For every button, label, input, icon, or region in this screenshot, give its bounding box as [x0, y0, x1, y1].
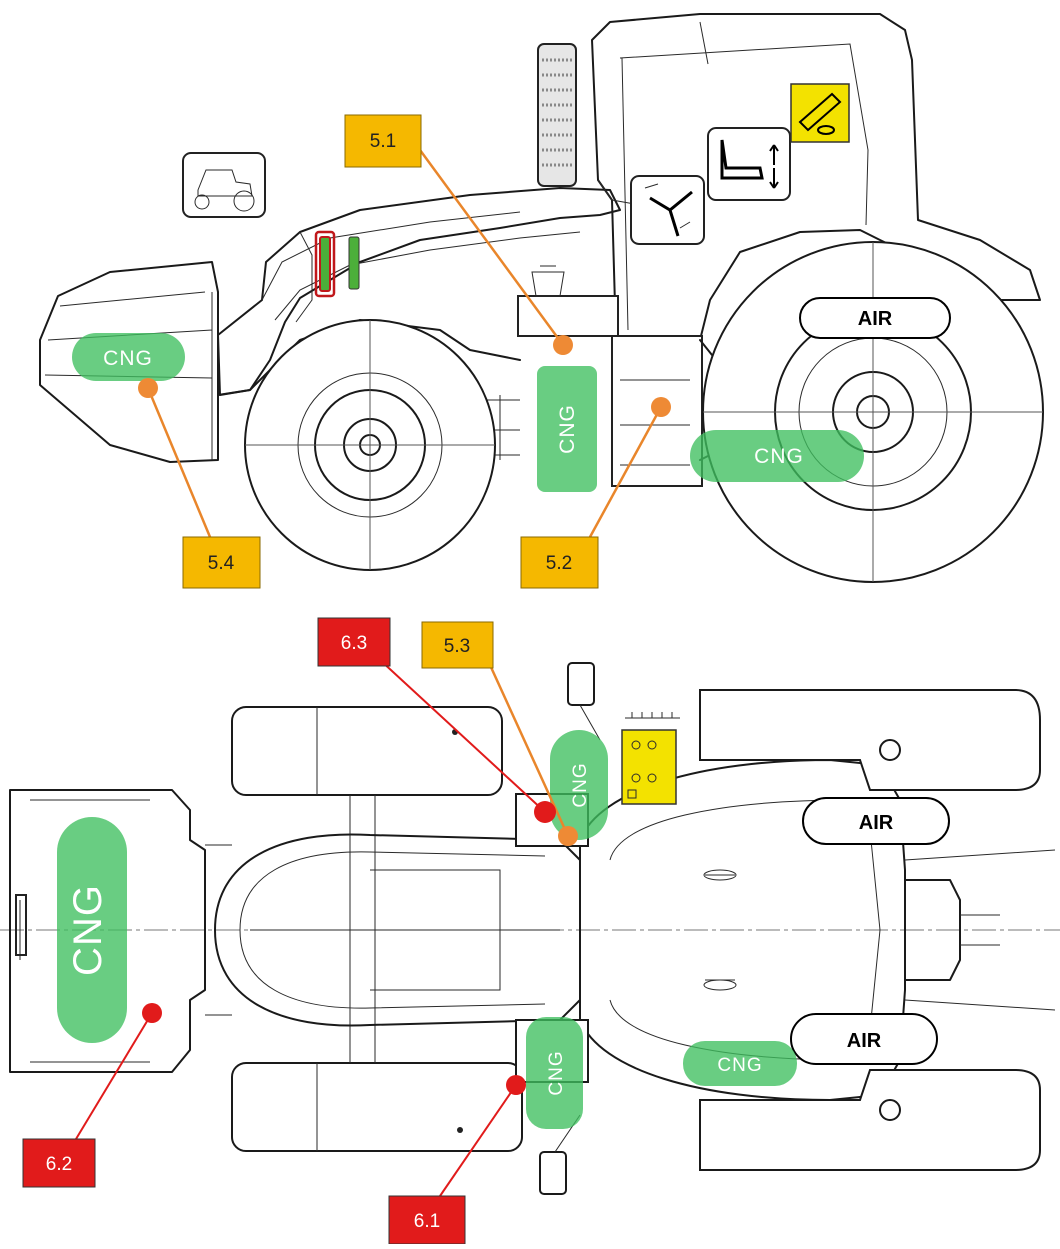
air-tank-top-lower[interactable]: AIR	[790, 1013, 938, 1065]
cng-label: CNG	[570, 762, 591, 807]
svg-text:6.1: 6.1	[414, 1211, 440, 1232]
leader-5-1	[418, 149, 565, 346]
air-label: AIR	[847, 1030, 882, 1052]
front-weight-top	[9, 789, 206, 1073]
callout-6-2[interactable]: 6.2	[22, 1138, 96, 1188]
marker-6-2[interactable]	[142, 1003, 162, 1023]
marker-5-4[interactable]	[138, 378, 158, 398]
rear-wheel-left-top	[699, 689, 1041, 791]
svg-text:6.2: 6.2	[46, 1154, 72, 1175]
svg-text:5.4: 5.4	[208, 553, 235, 574]
cng-zone-front-weight[interactable]: CNG	[72, 333, 185, 381]
marker-5-3[interactable]	[558, 826, 578, 846]
steering-wheel-icon	[630, 175, 705, 245]
svg-text:5.2: 5.2	[546, 553, 572, 574]
engine-intake-marker	[319, 236, 331, 292]
front-wheel-left-top	[231, 706, 503, 796]
leader-6-3	[379, 659, 546, 813]
leader-6-1	[439, 1084, 517, 1197]
cng-label: CNG	[556, 404, 579, 454]
cng-zone-front-weight-top[interactable]: CNG	[57, 817, 127, 1043]
cng-zone-side-tank[interactable]: CNG	[537, 366, 597, 492]
side-view: AIR CNG CNG CNG 5.1 5.4	[39, 13, 1044, 589]
callout-6-3[interactable]: 6.3	[317, 617, 391, 667]
warning-label-icon	[790, 83, 850, 143]
callout-6-1[interactable]: 6.1	[388, 1195, 466, 1245]
svg-text:5.3: 5.3	[444, 636, 470, 657]
marker-6-3[interactable]	[534, 801, 556, 823]
leader-5-2	[588, 406, 663, 538]
air-tank-top-upper[interactable]: AIR	[802, 797, 950, 845]
cng-label: CNG	[103, 347, 153, 370]
marker-5-2[interactable]	[651, 397, 671, 417]
rear-wheel-right-top	[699, 1069, 1041, 1171]
marker-6-1[interactable]	[506, 1075, 526, 1095]
svg-text:6.3: 6.3	[341, 633, 367, 654]
svg-text:5.1: 5.1	[370, 131, 396, 152]
cng-zone-rear[interactable]: CNG	[690, 430, 864, 482]
cng-zone-rear-top[interactable]: CNG	[683, 1041, 797, 1086]
cng-label: CNG	[717, 1055, 762, 1076]
battery-icon	[621, 712, 680, 805]
callout-5-1[interactable]: 5.1	[344, 114, 422, 168]
marker-5-1[interactable]	[553, 335, 573, 355]
front-weight	[39, 261, 219, 463]
cng-label: CNG	[546, 1050, 567, 1095]
callout-5-4[interactable]: 5.4	[182, 536, 261, 589]
top-view: AIR AIR CNG CNG CNG CNG	[0, 617, 1060, 1245]
tractor-icon	[182, 152, 266, 218]
hood	[217, 187, 621, 396]
air-tank-side[interactable]: AIR	[799, 297, 951, 339]
cng-zone-right-tank-top[interactable]: CNG	[526, 1017, 583, 1129]
step-top-lower	[539, 1151, 567, 1195]
cng-zone-left-tank-top[interactable]: CNG	[550, 730, 608, 840]
front-wheel-right-top	[231, 1062, 523, 1152]
seat-adjust-icon	[707, 127, 791, 201]
cng-label: CNG	[66, 884, 110, 976]
callout-5-2[interactable]: 5.2	[520, 536, 599, 589]
leader-6-2	[75, 1012, 153, 1140]
leader-5-4	[146, 387, 212, 538]
front-wheel	[244, 319, 496, 571]
cng-label: CNG	[754, 445, 804, 468]
air-label: AIR	[858, 308, 893, 330]
air-label: AIR	[859, 812, 894, 834]
step-top-upper	[567, 662, 595, 706]
rear-wheel	[702, 241, 1044, 583]
callout-5-3[interactable]: 5.3	[421, 621, 494, 669]
